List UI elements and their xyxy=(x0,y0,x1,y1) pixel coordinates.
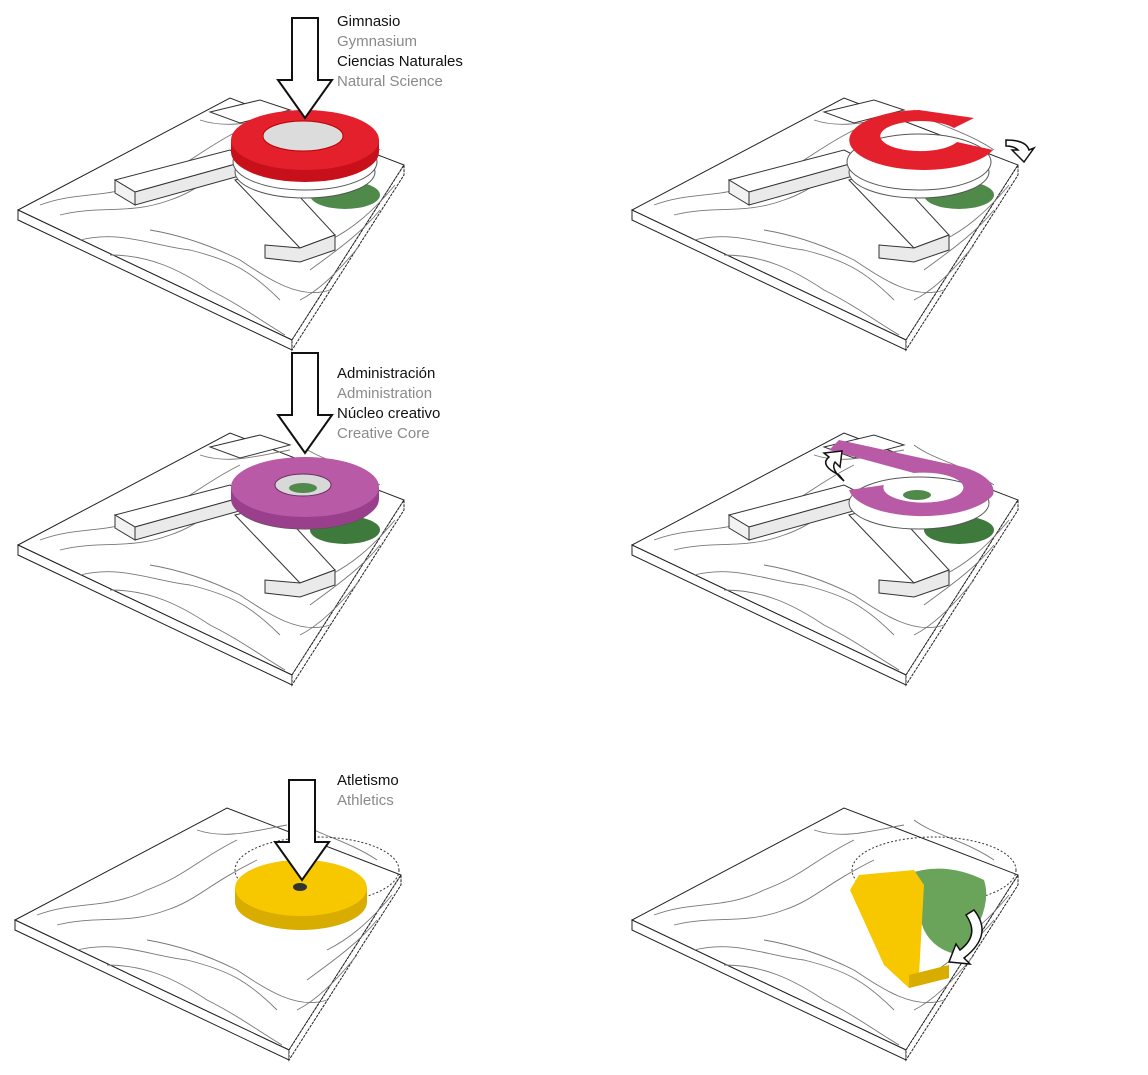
rotate-arrow-icon xyxy=(947,909,983,965)
label-en: Administration xyxy=(337,385,433,402)
down-arrow-icon xyxy=(277,17,333,119)
label-en: Creative Core xyxy=(337,425,430,442)
label-en: Natural Science xyxy=(337,73,443,90)
label-group-administration: Administración Administration Núcleo cre… xyxy=(337,364,440,444)
red-ring-opened xyxy=(849,110,993,170)
panel-athletics-after xyxy=(631,807,1019,1061)
label-es: Núcleo creativo xyxy=(337,405,441,422)
panel-administration-before xyxy=(17,352,405,686)
rotate-arrow-icon xyxy=(1005,139,1037,164)
label-es: Ciencias Naturales xyxy=(337,53,463,70)
label-es: Administración xyxy=(337,365,436,382)
label-group-gymnasium: Gimnasio Gymnasium Ciencias Naturales Na… xyxy=(337,12,463,92)
label-group-athletics: Atletismo Athletics xyxy=(337,771,399,811)
label-es: Gimnasio xyxy=(337,13,401,30)
panel-administration-after xyxy=(631,432,1019,686)
panel-gymnasium-after xyxy=(631,97,1037,351)
label-es: Atletismo xyxy=(337,772,399,789)
label-en: Gymnasium xyxy=(337,33,418,50)
green-field xyxy=(904,868,987,955)
rotate-arrow-icon xyxy=(822,450,845,482)
label-en: Athletics xyxy=(337,792,394,809)
purple-ring-unrolled xyxy=(829,440,994,517)
panel-athletics-before xyxy=(14,779,402,1061)
yellow-bar xyxy=(850,870,949,988)
down-arrow-icon xyxy=(277,352,333,454)
panel-gymnasium-before xyxy=(17,17,405,351)
